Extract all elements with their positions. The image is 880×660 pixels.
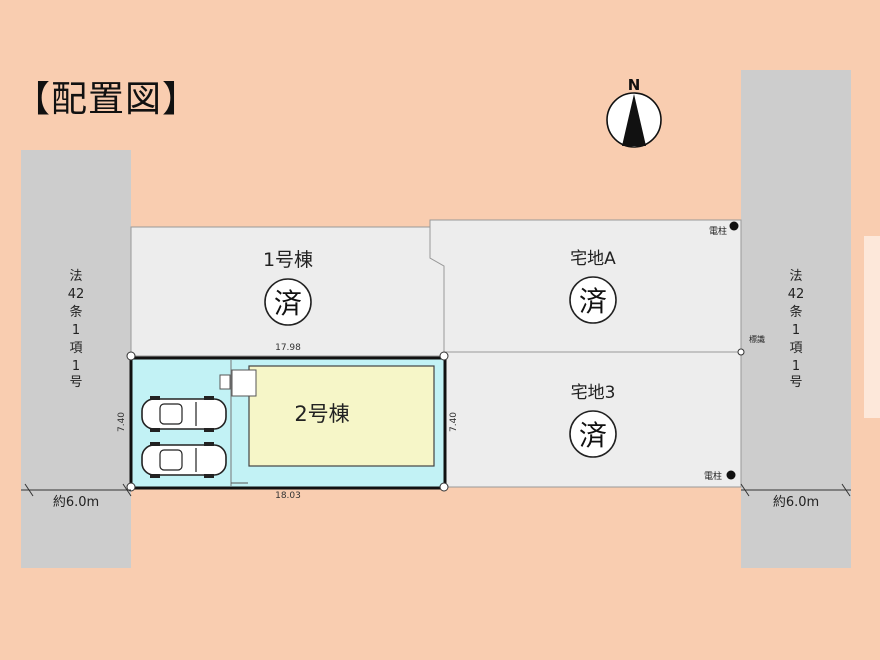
right-road-width: 約6.0m (773, 495, 819, 510)
right-road-width-tick (740, 483, 750, 497)
left-road-label-char: 法 (69, 269, 82, 284)
corner-marker (439, 351, 449, 361)
right-road-label-char: 1 (792, 359, 800, 374)
marker-label: 標識 (749, 334, 765, 344)
right-road (741, 70, 851, 568)
left-road-width: 約6.0m (53, 495, 99, 510)
left-road-width-tick (122, 483, 132, 497)
dimension-bottom: 18.03 (275, 491, 301, 501)
left-road-label-char: 1 (72, 359, 80, 374)
right-road-label-char: 条 (789, 304, 802, 320)
left-road-label-char: 42 (68, 287, 85, 302)
left-road-label-char: 号 (69, 375, 82, 390)
right-road-label: 法 42 条 1 項 1 号 (788, 269, 805, 390)
left-road-width-tick (24, 483, 34, 497)
north-compass-icon: N (606, 76, 662, 148)
car-icon-2 (141, 442, 227, 478)
right-road-label-char: 法 (789, 269, 802, 284)
dimension-left: 7.40 (117, 412, 127, 432)
status-badge-icon (264, 278, 312, 326)
pole-label-bottom: 電柱 (704, 470, 722, 482)
status-badge-icon (569, 410, 617, 458)
pole-icon (726, 470, 736, 480)
car-icon-1 (141, 396, 227, 432)
right-road-width-tick (841, 483, 851, 497)
lot-3-status: 済 (579, 419, 607, 452)
lot-3-name: 宅地3 (571, 383, 616, 403)
left-road-label-char: 項 (69, 341, 82, 356)
left-road-label-char: 1 (72, 323, 80, 338)
right-road-label-char: 号 (789, 375, 802, 390)
pole-icon (729, 221, 739, 231)
dimension-top: 17.98 (275, 343, 301, 353)
corner-marker (126, 351, 136, 361)
edge-strip (864, 236, 880, 418)
right-road-label-char: 1 (792, 323, 800, 338)
left-road-label: 法 42 条 1 項 1 号 (68, 269, 85, 390)
house-2 (248, 365, 435, 467)
left-road-label-char: 条 (69, 304, 82, 320)
page-title: 【配置図】 (14, 79, 200, 120)
right-road-label-char: 項 (789, 341, 802, 356)
entrance-porch (231, 369, 257, 397)
lot-a-name: 宅地A (570, 249, 616, 269)
entrance-step (219, 374, 231, 390)
lot-a-status: 済 (579, 285, 607, 318)
pole-label-top: 電柱 (709, 225, 727, 237)
corner-marker (126, 482, 136, 492)
dimension-right: 7.40 (449, 412, 459, 432)
compass-label: N (628, 76, 641, 94)
marker-icon (737, 348, 745, 356)
corner-marker (439, 482, 449, 492)
left-road (21, 150, 131, 568)
lot-1-name: 1号棟 (263, 249, 313, 271)
right-road-label-char: 42 (788, 287, 805, 302)
lot-1-status: 済 (274, 287, 302, 320)
lot-2-name: 2号棟 (294, 402, 349, 426)
status-badge-icon (569, 276, 617, 324)
